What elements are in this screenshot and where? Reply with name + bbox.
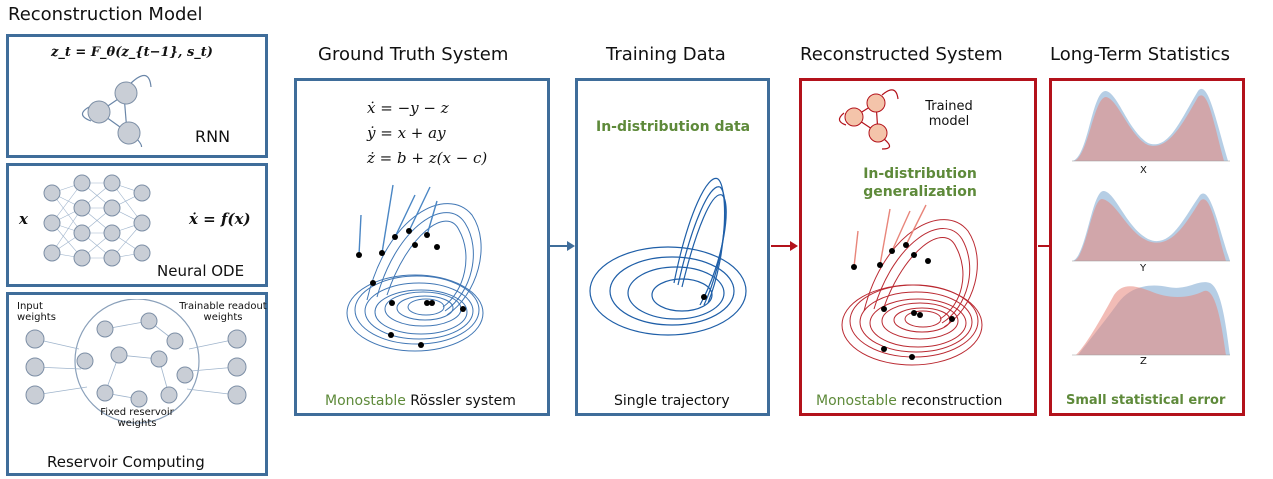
reconstructed-heading: Reconstructed System bbox=[800, 44, 1003, 65]
rossler-eq-1: ẋ = −y − z bbox=[367, 99, 449, 117]
readout-weights-label: Trainable readout weights bbox=[179, 301, 267, 323]
rnn-panel: z_t = F_θ(z_{t−1}, s_t) RNN bbox=[6, 34, 268, 158]
long-term-panel: X Y Z Small statistical error bbox=[1049, 78, 1245, 416]
ground-truth-caption-rest: Rössler system bbox=[410, 393, 516, 409]
training-data-caption: Single trajectory bbox=[614, 393, 730, 409]
neural-ode-x-label: x bbox=[19, 210, 28, 228]
hist-y bbox=[1072, 190, 1230, 262]
rnn-label: RNN bbox=[195, 127, 231, 146]
reconstructed-panel: Trained model In-distribution generaliza… bbox=[799, 78, 1037, 416]
reconstructed-caption-green: Monostable bbox=[816, 393, 897, 409]
ground-truth-caption-green: Monostable bbox=[325, 393, 406, 409]
training-data-label: In-distribution data bbox=[596, 119, 751, 135]
neural-ode-equation: ẋ = f(x) bbox=[189, 210, 251, 228]
arrow-training-to-reconstructed bbox=[771, 241, 798, 251]
reservoir-label: Reservoir Computing bbox=[47, 453, 205, 471]
hist-z-label: Z bbox=[1140, 356, 1147, 367]
training-data-heading: Training Data bbox=[606, 44, 726, 65]
ground-truth-heading: Ground Truth System bbox=[318, 44, 509, 65]
ground-truth-attractor bbox=[346, 184, 484, 352]
neural-ode-panel: x ẋ = f(x) Neural ODE bbox=[6, 163, 268, 287]
reservoir-network-diagram bbox=[25, 299, 247, 424]
input-weights-label: Input weights bbox=[17, 301, 56, 323]
reconstructed-caption-rest: reconstruction bbox=[901, 393, 1003, 409]
arrow-ground-to-training bbox=[550, 241, 575, 251]
rossler-eq-3: ż = b + z(x − c) bbox=[367, 149, 488, 167]
hist-z bbox=[1072, 282, 1230, 356]
reservoir-panel: Input weights Trainable readout weights … bbox=[6, 292, 268, 476]
reconstructed-attractor bbox=[841, 204, 983, 366]
training-trajectory bbox=[589, 177, 747, 336]
rnn-equation: z_t = F_θ(z_{t−1}, s_t) bbox=[51, 45, 213, 60]
trained-model-icon bbox=[838, 89, 899, 150]
hist-x bbox=[1072, 88, 1230, 162]
long-term-heading: Long-Term Statistics bbox=[1050, 44, 1231, 65]
ground-truth-caption: Monostable Rössler system bbox=[325, 393, 516, 409]
training-data-panel: In-distribution data Single trajectory bbox=[575, 78, 770, 416]
hist-y-label: Y bbox=[1140, 263, 1147, 274]
hist-x-label: X bbox=[1140, 165, 1147, 176]
rnn-network-diagram bbox=[81, 74, 152, 147]
fixed-weights-label: Fixed reservoir weights bbox=[100, 407, 174, 429]
neural-ode-network-diagram bbox=[43, 174, 151, 267]
trained-model-label: Trained model bbox=[925, 99, 973, 129]
long-term-caption: Small statistical error bbox=[1066, 393, 1226, 408]
reconstruction-model-heading: Reconstruction Model bbox=[8, 4, 203, 25]
neural-ode-label: Neural ODE bbox=[157, 262, 245, 280]
rossler-eq-2: ẏ = x + ay bbox=[367, 124, 446, 142]
reconstructed-caption: Monostable reconstruction bbox=[816, 393, 1002, 409]
ground-truth-panel: ẋ = −y − z ẏ = x + ay ż = b + z(x − c) bbox=[294, 78, 550, 416]
reconstructed-generalization-label: In-distribution generalization bbox=[863, 166, 977, 200]
